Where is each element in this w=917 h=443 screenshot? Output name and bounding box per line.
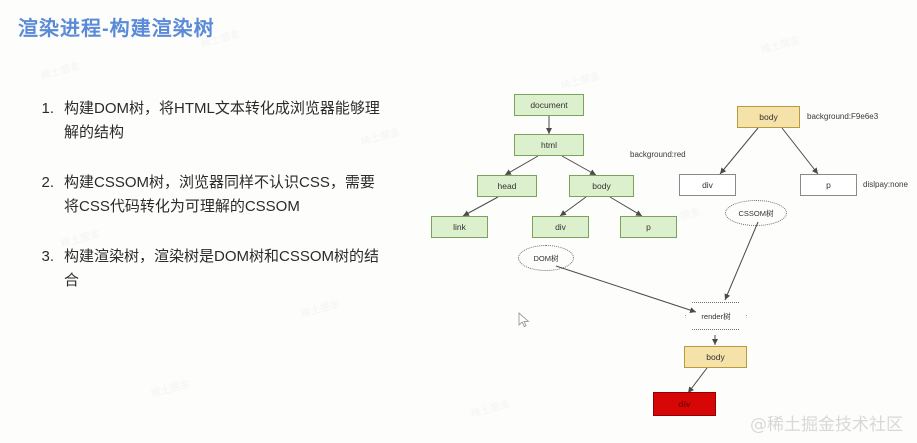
render-node-body[interactable]: body [684,346,747,368]
dom-tree-caption: DOM树 [518,245,574,271]
list-item: 1. 构建DOM树，将HTML文本转化成浏览器能够理解的结构 [28,97,388,145]
dom-node-p[interactable]: p [620,216,677,238]
list-item: 2. 构建CSSOM树，浏览器同样不认识CSS，需要将CSS代码转化为可理解的C… [28,171,388,219]
dom-node-link[interactable]: link [431,216,488,238]
dom-node-html[interactable]: html [514,134,584,156]
watermark-tile: 稀土掘金 [149,378,192,401]
annotation-div-background: background:red [630,150,686,159]
list-item: 3. 构建渲染树，渲染树是DOM树和CSSOM树的结合 [28,245,388,293]
list-item-text: 构建渲染树，渲染树是DOM树和CSSOM树的结合 [64,248,380,289]
watermark-tile: 稀土掘金 [759,34,802,57]
watermark-tile: 稀土掘金 [39,60,82,83]
dom-node-head[interactable]: head [477,175,537,197]
cssom-node-div[interactable]: div [679,174,736,196]
annotation-p-display: dislpay:none [863,180,908,189]
list-item-number: 2. [41,174,54,191]
list-item-number: 1. [41,100,54,117]
cssom-node-p[interactable]: p [800,174,857,196]
page-title: 渲染进程-构建渲染树 [18,18,215,40]
watermark-main: @稀土掘金技术社区 [750,415,903,435]
render-tree-diagram: document html head body link div p DOM树 … [420,70,917,443]
annotation-body-background: background:F9e6e3 [807,112,879,121]
list-item-text: 构建DOM树，将HTML文本转化成浏览器能够理解的结构 [64,100,380,141]
dom-node-div[interactable]: div [532,216,589,238]
render-node-div[interactable]: div [653,392,716,416]
cssom-tree-caption: CSSOM树 [725,200,787,226]
cssom-node-body[interactable]: body [737,106,800,128]
list-item-number: 3. [41,248,54,265]
list-item-text: 构建CSSOM树，浏览器同样不认识CSS，需要将CSS代码转化为可理解的CSSO… [64,174,375,215]
dom-node-document[interactable]: document [514,94,584,116]
bullet-list: 1. 构建DOM树，将HTML文本转化成浏览器能够理解的结构 2. 构建CSSO… [28,97,388,319]
dom-node-body[interactable]: body [569,175,634,197]
diagram-edges [462,116,819,394]
render-tree-caption: render树 [685,302,747,330]
mouse-cursor [518,312,530,328]
